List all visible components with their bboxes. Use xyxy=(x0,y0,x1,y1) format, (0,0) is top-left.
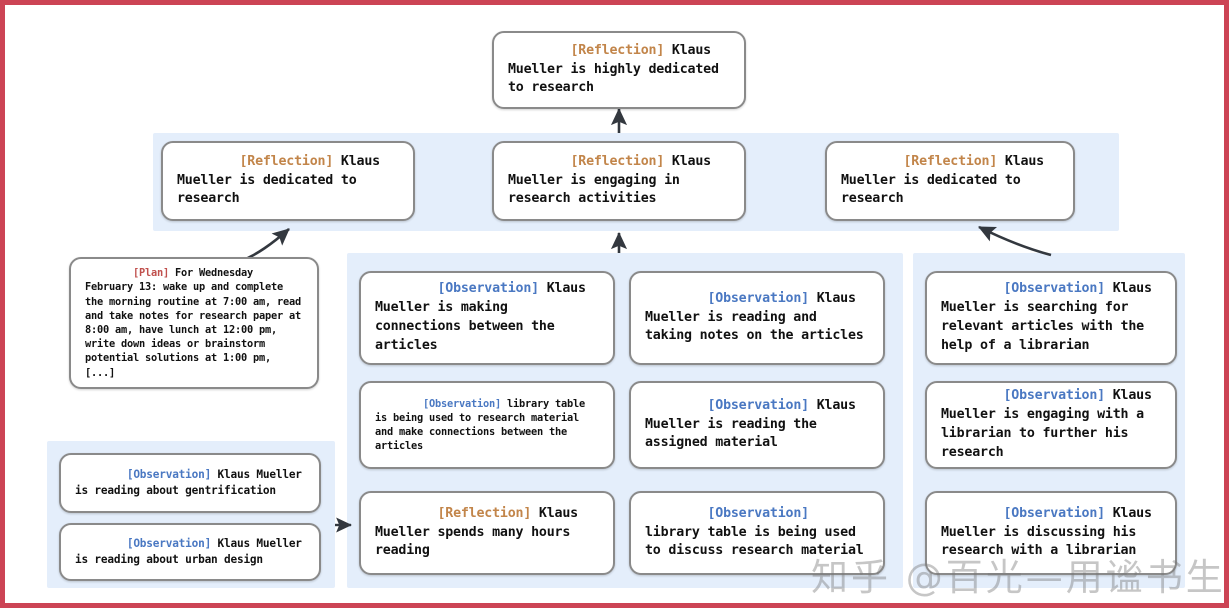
node-text: [Observation] Klaus Mueller is discussin… xyxy=(927,482,1175,584)
tag-reflection: [Reflection] xyxy=(437,505,532,521)
tag-observation: [Observation] xyxy=(707,397,809,413)
tag-reflection: [Reflection] xyxy=(570,153,665,169)
node-body: Klaus Mueller is making connections betw… xyxy=(375,281,594,353)
node-plan[interactable]: [Plan] For Wednesday February 13: wake u… xyxy=(69,257,319,389)
node-text: [Reflection] Klaus Mueller is dedicated … xyxy=(827,130,1073,232)
tag-observation: [Observation] xyxy=(707,290,809,306)
node-observation-c1-2[interactable]: [Observation] library table is being use… xyxy=(359,381,615,469)
node-observation-c3-3[interactable]: [Observation] Klaus Mueller is discussin… xyxy=(925,491,1177,575)
node-reflection-mid[interactable]: [Reflection] Klaus Mueller is engaging i… xyxy=(492,141,746,221)
node-observation-bottom-left-2[interactable]: [Observation] Klaus Mueller is reading a… xyxy=(59,523,321,581)
node-body: Klaus Mueller is reading about urban des… xyxy=(75,537,309,566)
node-text: [Observation] Klaus Mueller is reading t… xyxy=(631,374,883,476)
node-text: [Observation] Klaus Mueller is reading a… xyxy=(61,517,319,588)
node-text: [Observation] Klaus Mueller is reading a… xyxy=(631,267,883,369)
watermark: 知乎 @百光—用谧书生 xyxy=(811,556,1226,599)
node-observation-c1-1[interactable]: [Observation] Klaus Mueller is making co… xyxy=(359,271,615,365)
node-body: library table is being used to discuss r… xyxy=(645,505,864,559)
node-body: Klaus Mueller is engaging in research ac… xyxy=(508,153,719,207)
tag-observation: [Observation] xyxy=(707,505,809,521)
node-observation-bottom-left-1[interactable]: [Observation] Klaus Mueller is reading a… xyxy=(59,453,321,513)
node-observation-c2-1[interactable]: [Observation] Klaus Mueller is reading a… xyxy=(629,271,885,365)
node-body: Klaus Mueller spends many hours reading xyxy=(375,505,586,559)
tag-reflection: [Reflection] xyxy=(903,153,998,169)
node-body: library table is being used to research … xyxy=(375,397,591,453)
node-body: Klaus Mueller is dedicated to research xyxy=(177,153,388,207)
node-text: [Observation] Klaus Mueller is making co… xyxy=(361,257,613,378)
tag-observation: [Observation] xyxy=(126,468,212,482)
diagram-canvas: [Reflection] Klaus Mueller is highly ded… xyxy=(5,5,1224,603)
node-reflection-right[interactable]: [Reflection] Klaus Mueller is dedicated … xyxy=(825,141,1075,221)
node-text: [Plan] For Wednesday February 13: wake u… xyxy=(71,248,317,398)
node-body: Klaus Mueller is reading about gentrific… xyxy=(75,468,309,497)
tag-observation: [Observation] xyxy=(1003,281,1105,297)
node-text: [Reflection] Klaus Mueller is highly ded… xyxy=(494,19,744,121)
node-text: [Observation] Klaus Mueller is engaging … xyxy=(927,364,1175,485)
node-text: [Observation] library table is being use… xyxy=(631,482,883,584)
node-body: Klaus Mueller is highly dedicated to res… xyxy=(508,42,727,96)
node-text: [Observation] Klaus Mueller is searching… xyxy=(927,257,1175,378)
node-body: Klaus Mueller is engaging with a librari… xyxy=(941,388,1160,460)
tag-observation: [Observation] xyxy=(126,537,212,551)
node-reflection-left[interactable]: [Reflection] Klaus Mueller is dedicated … xyxy=(161,141,415,221)
tag-observation: [Observation] xyxy=(1003,388,1105,404)
node-body: Klaus Mueller is reading the assigned ma… xyxy=(645,397,864,451)
node-body: For Wednesday February 13: wake up and c… xyxy=(85,267,307,379)
node-root-reflection[interactable]: [Reflection] Klaus Mueller is highly ded… xyxy=(492,31,746,109)
node-observation-c3-1[interactable]: [Observation] Klaus Mueller is searching… xyxy=(925,271,1177,365)
node-observation-c2-3[interactable]: [Observation] library table is being use… xyxy=(629,491,885,575)
node-body: Klaus Mueller is reading and taking note… xyxy=(645,290,864,344)
node-body: Klaus Mueller is dedicated to research xyxy=(841,153,1052,207)
node-observation-c2-2[interactable]: [Observation] Klaus Mueller is reading t… xyxy=(629,381,885,469)
tag-observation: [Observation] xyxy=(1003,505,1105,521)
node-body: Klaus Mueller is searching for relevant … xyxy=(941,281,1160,353)
tag-reflection: [Reflection] xyxy=(239,153,334,169)
node-text: [Reflection] Klaus Mueller spends many h… xyxy=(361,482,613,584)
node-text: [Observation] Klaus Mueller is reading a… xyxy=(61,448,319,519)
tag-reflection: [Reflection] xyxy=(570,42,665,58)
node-body: Klaus Mueller is discussing his research… xyxy=(941,505,1160,559)
node-reflection-c1-3[interactable]: [Reflection] Klaus Mueller spends many h… xyxy=(359,491,615,575)
tag-plan: [Plan] xyxy=(133,267,169,280)
node-text: [Reflection] Klaus Mueller is engaging i… xyxy=(494,130,744,232)
node-text: [Reflection] Klaus Mueller is dedicated … xyxy=(163,130,413,232)
node-text: [Observation] library table is being use… xyxy=(361,378,613,471)
tag-observation: [Observation] xyxy=(423,397,501,410)
tag-observation: [Observation] xyxy=(437,281,539,297)
node-observation-c3-2[interactable]: [Observation] Klaus Mueller is engaging … xyxy=(925,381,1177,469)
